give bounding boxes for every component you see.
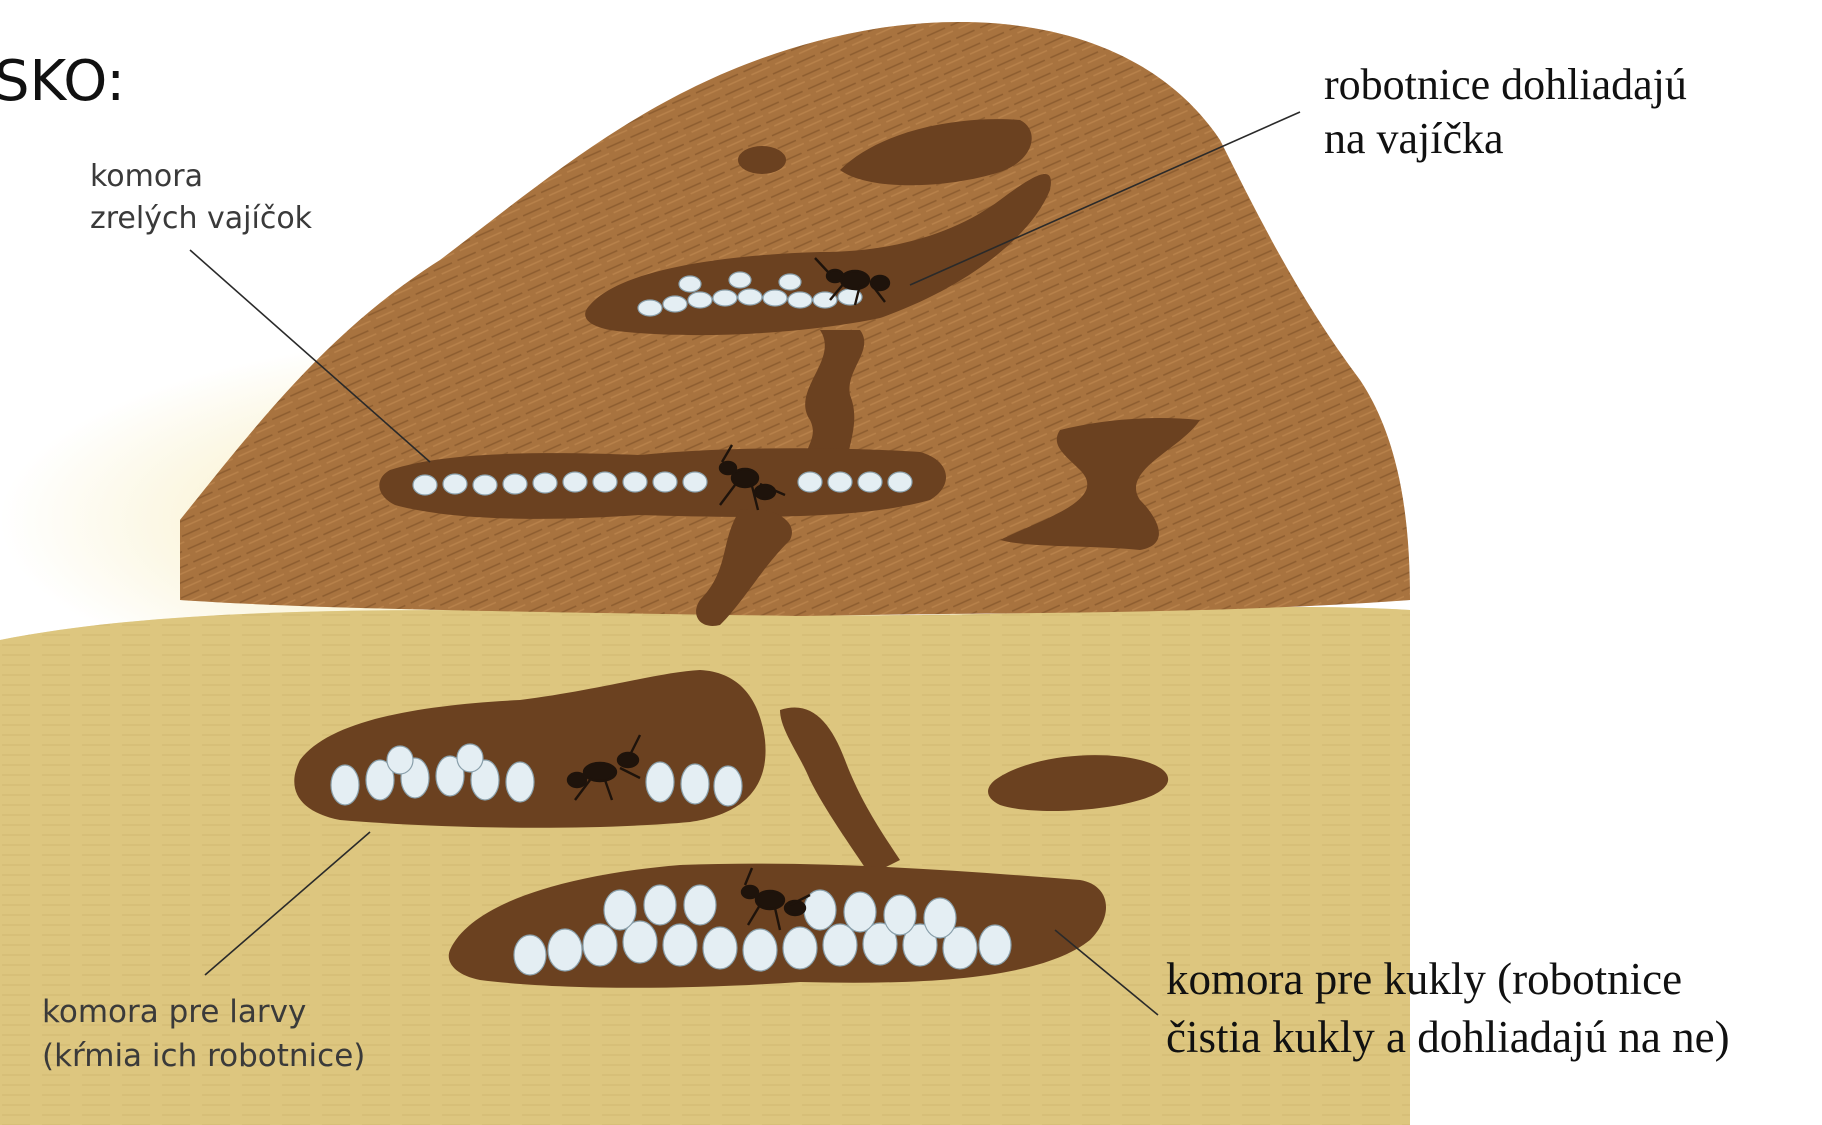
label-line: komora	[90, 156, 312, 198]
label-workers-watch-eggs: robotnice dohliadajú na vajíčka	[1324, 58, 1687, 166]
label-line: robotnice dohliadajú	[1324, 58, 1687, 112]
slide-title: SKO:	[0, 54, 125, 110]
label-line: komora pre larvy	[42, 990, 365, 1034]
label-line: na vajíčka	[1324, 112, 1687, 166]
label-mature-eggs-chamber: komora zrelých vajíčok	[90, 156, 312, 240]
egg-group-mature	[413, 472, 912, 495]
label-line: čistia kukly a dohliadajú na ne)	[1166, 1008, 1730, 1066]
label-pupae-chamber: komora pre kukly (robotnice čistia kukly…	[1166, 950, 1730, 1066]
top-hole-small	[738, 146, 786, 174]
label-line: (kŕmia ich robotnice)	[42, 1034, 365, 1078]
label-larvae-chamber: komora pre larvy (kŕmia ich robotnice)	[42, 990, 365, 1078]
label-line: komora pre kukly (robotnice	[1166, 950, 1730, 1008]
label-line: zrelých vajíčok	[90, 198, 312, 240]
